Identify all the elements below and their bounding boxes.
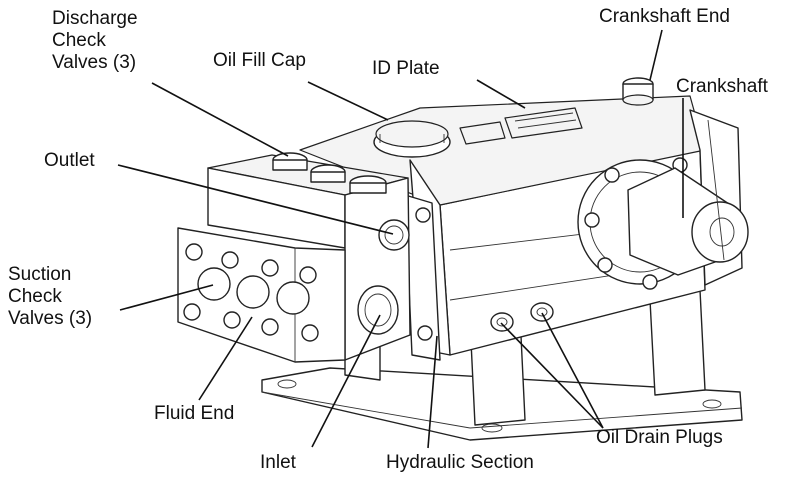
label-outlet: Outlet — [44, 150, 95, 171]
leader-inlet — [311, 314, 381, 448]
label-oil-drain-plugs: Oil Drain Plugs — [596, 427, 723, 448]
label-discharge-line-3: Valves (3) — [52, 52, 137, 73]
label-discharge-line-1: Discharge — [52, 8, 138, 29]
fluid-end — [177, 152, 411, 363]
label-crankshaft: Crankshaft — [676, 76, 768, 97]
leader-id-plate — [476, 79, 526, 109]
label-oil-fill-cap: Oil Fill Cap — [213, 50, 306, 71]
label-suction-check-valves: Suction Check Valves (3) — [8, 264, 92, 330]
label-suction-line-3: Valves (3) — [8, 308, 93, 329]
leader-discharge — [151, 82, 289, 157]
label-crankshaft-end: Crankshaft End — [599, 6, 730, 27]
leader-fluid-end — [198, 316, 253, 401]
label-discharge-line-2: Check — [52, 30, 106, 51]
oil-drain-plug-parts — [490, 302, 554, 332]
leader-lines — [117, 29, 684, 449]
label-suction-line-2: Check — [8, 286, 62, 307]
leader-suction — [119, 284, 214, 311]
leader-outlet — [117, 164, 394, 235]
label-fluid-end: Fluid End — [154, 403, 235, 424]
leader-drain-2 — [541, 312, 604, 429]
label-id-plate: ID Plate — [372, 58, 440, 79]
top-details — [373, 77, 654, 158]
leader-crankshaft-end — [649, 29, 663, 81]
label-hydraulic-section: Hydraulic Section — [386, 452, 534, 473]
label-discharge-check-valves: Discharge Check Valves (3) — [52, 8, 138, 74]
label-suction-line-1: Suction — [8, 264, 72, 285]
leader-hydraulic — [427, 335, 438, 449]
leader-drain-1 — [500, 322, 604, 429]
leader-oil-fill-cap — [307, 81, 389, 121]
label-inlet: Inlet — [260, 452, 296, 473]
